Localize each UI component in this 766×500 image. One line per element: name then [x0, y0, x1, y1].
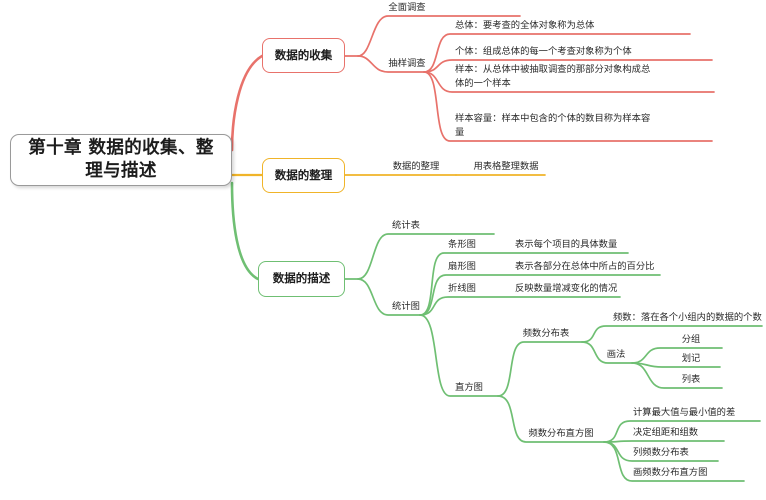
node-data-collection[interactable]: 数据的收集: [262, 38, 345, 73]
node-pie-chart-desc-label: 表示各部分在总体中所占的百分比: [515, 260, 655, 272]
node-sample-definition[interactable]: 样本：从总体中被抽取调查的那部分对象构成总 体的一个样本: [452, 64, 718, 92]
node-pie-chart-desc[interactable]: 表示各部分在总体中所占的百分比: [512, 259, 732, 275]
node-population-definition[interactable]: 总体：要考查的全体对象称为总体: [452, 18, 696, 34]
node-histogram-step-interval[interactable]: 决定组距和组数: [630, 425, 766, 441]
node-drawing-step-list[interactable]: 列表: [660, 372, 722, 388]
node-drawing-step-list-label: 列表: [681, 373, 701, 385]
node-pie-chart-label: 扇形图: [448, 260, 476, 272]
node-bar-chart-label: 条形图: [448, 238, 476, 250]
node-sampling[interactable]: 抽样调查: [372, 56, 442, 72]
node-statistical-table-label: 统计表: [392, 219, 420, 231]
node-line-chart-desc-label: 反映数量增减变化的情况: [515, 282, 618, 294]
node-data-organizing-label: 数据的整理: [274, 167, 333, 182]
node-bar-chart-desc[interactable]: 表示每个项目的具体数量: [512, 237, 712, 253]
node-frequency-definition[interactable]: 频数：落在各个小组内的数据的个数: [610, 310, 766, 326]
node-histogram[interactable]: 直方图: [440, 380, 498, 396]
node-data-description[interactable]: 数据的描述: [258, 261, 345, 297]
node-histogram-step-draw[interactable]: 画频数分布直方图: [630, 465, 766, 481]
root-node[interactable]: 第十章 数据的收集、整 理与描述: [10, 134, 232, 186]
node-census[interactable]: 全面调查: [372, 0, 442, 16]
node-statistical-table[interactable]: 统计表: [372, 218, 440, 234]
wire-freqhistogram-to-step2: [603, 440, 725, 443]
node-frequency-histogram-label: 频数分布直方图: [528, 427, 594, 439]
node-drawing-method[interactable]: 画法: [596, 347, 636, 363]
node-drawing-step-tally[interactable]: 划记: [660, 351, 722, 367]
root-node-label: 第十章 数据的收集、整 理与描述: [28, 137, 214, 181]
node-population-definition-label: 总体：要考查的全体对象称为总体: [455, 19, 595, 31]
node-organizing-method-label: 数据的整理: [392, 160, 440, 172]
node-line-chart-desc[interactable]: 反映数量增减变化的情况: [512, 281, 712, 297]
node-line-chart[interactable]: 折线图: [432, 281, 492, 297]
node-histogram-step-table[interactable]: 列频数分布表: [630, 445, 766, 461]
node-histogram-label: 直方图: [455, 381, 483, 393]
node-statistical-chart[interactable]: 统计图: [372, 299, 440, 315]
node-drawing-method-label: 画法: [606, 348, 626, 360]
node-pie-chart[interactable]: 扇形图: [432, 259, 492, 275]
node-bar-chart[interactable]: 条形图: [432, 237, 492, 253]
node-bar-chart-desc-label: 表示每个项目的具体数量: [515, 238, 618, 250]
node-frequency-definition-label: 频数：落在各个小组内的数据的个数: [613, 311, 762, 323]
node-data-organizing[interactable]: 数据的整理: [262, 158, 345, 193]
node-drawing-step-tally-label: 划记: [681, 352, 701, 364]
node-sampling-label: 抽样调查: [388, 57, 426, 69]
node-organizing-method[interactable]: 数据的整理: [376, 159, 456, 175]
node-data-collection-label: 数据的收集: [274, 47, 333, 62]
wire-root-to-collection: [230, 54, 264, 152]
node-census-label: 全面调查: [388, 1, 426, 13]
node-table-method[interactable]: 用表格整理数据: [461, 159, 551, 175]
wire-histogram-to-freqtable: [497, 341, 583, 397]
node-histogram-step-draw-label: 画频数分布直方图: [633, 466, 708, 478]
node-statistical-chart-label: 统计图: [392, 300, 420, 312]
node-frequency-table-label: 频数分布表: [522, 327, 570, 339]
node-data-description-label: 数据的描述: [272, 271, 331, 286]
node-sample-definition-label: 样本：从总体中被抽取调查的那部分对象构成总 体的一个样本: [455, 64, 651, 89]
node-drawing-step-grouping[interactable]: 分组: [660, 332, 722, 348]
node-sample-size-definition[interactable]: 样本容量：样本中包含的个体的数目称为样本容 量: [452, 113, 718, 141]
node-frequency-histogram[interactable]: 频数分布直方图: [516, 426, 606, 442]
wire-statchart-to-line: [419, 296, 621, 316]
node-histogram-step-table-label: 列频数分布表: [633, 446, 689, 458]
node-sample-size-definition-label: 样本容量：样本中包含的个体的数目称为样本容 量: [455, 113, 651, 138]
node-individual-definition-label: 个体：组成总体的每一个考查对象称为个体: [455, 45, 632, 57]
node-drawing-step-grouping-label: 分组: [681, 333, 701, 345]
node-frequency-table[interactable]: 频数分布表: [508, 326, 584, 342]
node-histogram-step-range-label: 计算最大值与最小值的差: [633, 406, 736, 418]
wire-root-to-description: [230, 181, 260, 281]
node-histogram-step-range[interactable]: 计算最大值与最小值的差: [630, 405, 766, 421]
node-individual-definition[interactable]: 个体：组成总体的每一个考查对象称为个体: [452, 44, 718, 60]
node-histogram-step-interval-label: 决定组距和组数: [633, 426, 699, 438]
node-line-chart-label: 折线图: [448, 282, 476, 294]
node-table-method-label: 用表格整理数据: [473, 160, 539, 172]
